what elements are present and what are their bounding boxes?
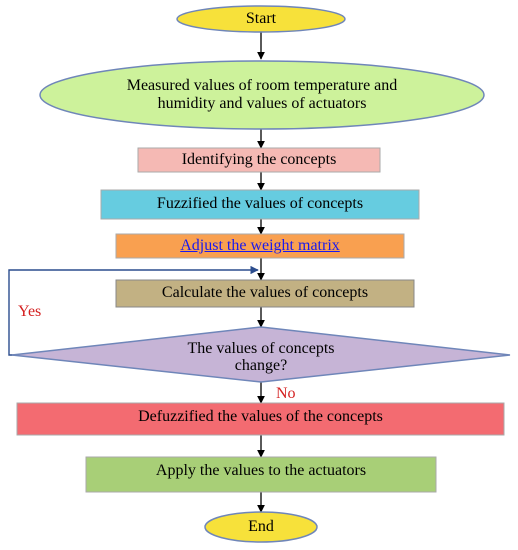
fuzzify-box xyxy=(100,189,420,220)
defuzzify-box xyxy=(16,402,505,436)
calculate-label: Calculate the values of concepts xyxy=(161,284,369,302)
start-label: Start xyxy=(245,9,277,27)
adjust-label[interactable]: Adjust the weight matrix xyxy=(116,234,404,258)
measure-label: Measured values of room temperature and … xyxy=(126,76,398,112)
decision-diamond xyxy=(11,326,511,383)
adjust-weight-link[interactable]: Adjust the weight matrix xyxy=(180,236,340,254)
fuzzify-label: Fuzzified the values of concepts xyxy=(156,195,364,213)
yes-branch-label: Yes xyxy=(18,303,42,320)
apply-label: Apply the values to the actuators xyxy=(155,461,367,479)
calculate-box xyxy=(115,279,415,308)
identify-box xyxy=(137,147,381,173)
end-label: End xyxy=(248,517,274,535)
measure-ellipse xyxy=(39,60,485,130)
adjust-box xyxy=(115,233,405,259)
identify-label: Identifying the concepts xyxy=(181,150,337,168)
decision-label: The values of concepts change? xyxy=(187,340,335,374)
defuzzify-label: Defuzzified the values of the concepts xyxy=(138,407,383,425)
end-terminal xyxy=(204,511,318,543)
apply-box xyxy=(85,456,437,493)
no-branch-label: No xyxy=(276,385,296,402)
start-terminal xyxy=(176,5,346,33)
